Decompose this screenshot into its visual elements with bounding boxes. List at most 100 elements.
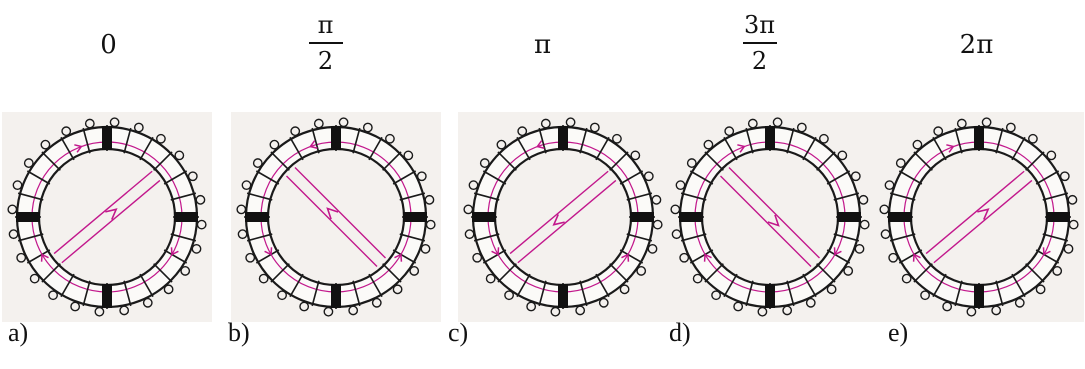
- winding-loop: [241, 180, 252, 191]
- pole-block: [102, 126, 112, 150]
- winding-loop: [565, 117, 576, 128]
- winding-turn: [816, 151, 836, 171]
- field-arrow: [977, 208, 990, 220]
- winding-loop: [933, 126, 944, 137]
- winding-loop: [675, 180, 686, 191]
- winding-turn: [482, 170, 507, 185]
- toroid-diagram: [874, 112, 1084, 322]
- winding-loop: [643, 171, 654, 182]
- winding-loop: [174, 150, 185, 161]
- winding-turn: [833, 233, 860, 242]
- winding-turn: [954, 280, 963, 307]
- winding-loop: [236, 204, 247, 215]
- winding-turn: [26, 170, 51, 185]
- winding-loop: [711, 290, 721, 301]
- winding-loop: [109, 117, 120, 128]
- winding-turn: [802, 136, 817, 161]
- toroid-diagram: [2, 112, 212, 322]
- ring-arrow: [170, 247, 179, 256]
- winding-turn: [538, 280, 547, 307]
- winding-loop: [796, 122, 807, 133]
- winding-loop: [647, 243, 658, 254]
- winding-turn: [1025, 151, 1045, 171]
- winding-turn: [1042, 233, 1069, 242]
- field-arrow: [767, 214, 780, 227]
- angle-numerator: 3π: [743, 11, 776, 39]
- winding-loop: [23, 158, 34, 168]
- winding-turn: [153, 263, 173, 283]
- winding-turn: [889, 233, 916, 242]
- winding-loop: [879, 204, 890, 215]
- winding-turn: [17, 192, 44, 201]
- winding-turn: [26, 249, 51, 264]
- winding-turn: [802, 273, 817, 298]
- field-line-diagonal: [517, 179, 617, 264]
- panel-d: 3π 2 d): [651, 0, 875, 369]
- winding-loop: [290, 126, 301, 137]
- winding-loop: [724, 126, 735, 137]
- winding-turn: [786, 280, 795, 307]
- winding-turn: [82, 280, 91, 307]
- winding-turn: [139, 273, 154, 298]
- winding-loop: [692, 273, 703, 284]
- winding-turn: [473, 233, 500, 242]
- winding-loop: [805, 297, 816, 308]
- angle-numerator: π: [317, 11, 334, 39]
- winding-loop: [884, 180, 895, 191]
- winding-turn: [473, 192, 500, 201]
- winding-loop: [237, 229, 248, 240]
- ring-arrow: [737, 144, 746, 153]
- pole-block: [331, 284, 341, 308]
- winding-loop: [1068, 219, 1079, 230]
- winding-turn: [595, 273, 610, 298]
- winding-turn: [723, 136, 738, 161]
- winding-loop: [1063, 243, 1074, 254]
- pole-block: [888, 212, 912, 222]
- winding-turn: [170, 192, 197, 201]
- winding-turn: [538, 127, 547, 154]
- pole-block: [974, 284, 984, 308]
- winding-turn: [270, 263, 290, 283]
- winding-turn: [289, 136, 304, 161]
- winding-loop: [540, 118, 551, 129]
- winding-loop: [479, 158, 490, 168]
- winding-loop: [269, 139, 280, 150]
- ring-arrow: [703, 253, 712, 262]
- winding-turn: [1025, 263, 1045, 283]
- winding-loop: [612, 133, 622, 144]
- pole-block: [245, 212, 269, 222]
- field-line-diagonal: [728, 167, 820, 259]
- winding-loop: [191, 243, 202, 254]
- winding-loop: [392, 284, 403, 295]
- field-line-diagonal: [509, 170, 609, 255]
- winding-turn: [1042, 192, 1069, 201]
- winding-loop: [70, 301, 81, 312]
- winding-turn: [723, 273, 738, 298]
- winding-turn: [382, 263, 402, 283]
- winding-loop: [671, 229, 682, 240]
- winding-loop: [119, 305, 130, 316]
- winding-loop: [1014, 297, 1025, 308]
- winding-turn: [270, 151, 290, 171]
- winding-loop: [575, 305, 586, 316]
- pole-block: [472, 212, 496, 222]
- winding-turn: [497, 263, 517, 283]
- winding-turn: [579, 127, 588, 154]
- pole-block: [174, 212, 198, 222]
- angle-label: 0: [100, 30, 117, 60]
- winding-turn: [704, 151, 724, 171]
- winding-loop: [652, 219, 663, 230]
- winding-loop: [686, 158, 697, 168]
- winding-loop: [385, 133, 395, 144]
- winding-turn: [311, 280, 320, 307]
- ring-arrow: [1042, 247, 1051, 256]
- panel-label: a): [8, 318, 29, 347]
- winding-loop: [843, 266, 854, 276]
- winding-loop: [468, 180, 479, 191]
- field-line-diagonal: [61, 179, 161, 264]
- winding-loop: [550, 306, 561, 317]
- winding-turn: [392, 170, 417, 185]
- panel-label: e): [888, 318, 909, 347]
- field-line-diagonal: [925, 170, 1025, 255]
- winding-turn: [1011, 273, 1026, 298]
